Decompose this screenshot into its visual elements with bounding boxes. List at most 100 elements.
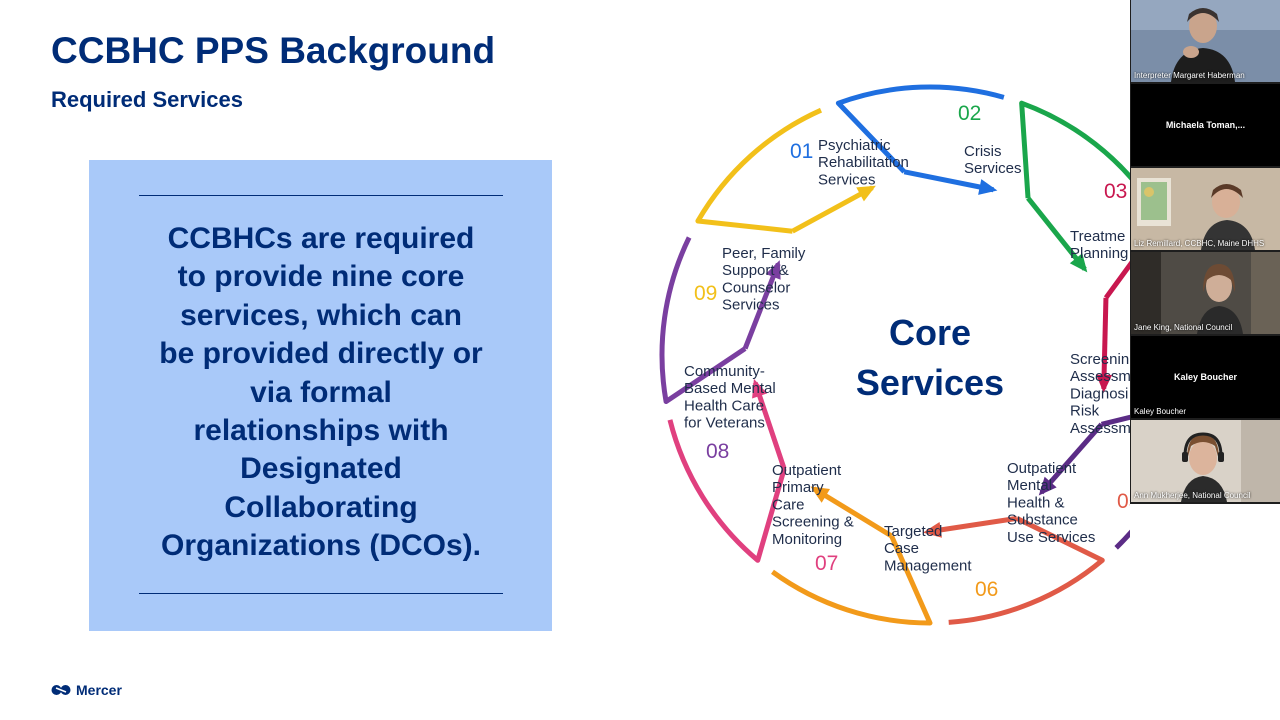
wheel-arrow-shaft-04 (1039, 422, 1104, 495)
wheel-segment-02 (1019, 100, 1130, 199)
wheel-arrow-head-06 (810, 486, 830, 503)
service-number-02: 02 (958, 102, 981, 125)
wheel-arrow-head-04 (1038, 476, 1057, 496)
mercer-logo-icon (51, 685, 71, 695)
slide-subtitle: Required Services (51, 87, 243, 112)
service-label-line: Crisis (964, 143, 1002, 160)
callout-line: Designated (240, 452, 402, 486)
service-label-line: Health & (1007, 494, 1065, 511)
wheel-arrow-shaft-03 (1101, 297, 1109, 389)
slide-title: CCBHC PPS Background (51, 30, 496, 71)
participant-name: Liz Remillard, CCBHC, Maine DHHS (1134, 239, 1265, 248)
mercer-logo: Mercer (51, 680, 122, 700)
callout-box: CCBHCs are required to provide nine core… (89, 160, 552, 631)
participant-tile[interactable]: Jane King, National Council (1131, 252, 1280, 334)
wheel-segment-09 (695, 107, 823, 234)
participant-panel: Interpreter Margaret Haberman Michaela T… (1130, 0, 1280, 504)
callout-top-rule (139, 195, 503, 196)
wheel-arrow-head-03 (1096, 374, 1113, 393)
wheel-arrow-shaft-07 (752, 381, 787, 470)
participant-name: Ann Mukherjee, National Council (1134, 491, 1251, 500)
service-label-line: Use Services (1007, 529, 1095, 546)
participant-video (1131, 252, 1280, 334)
participant-tile[interactable]: Interpreter Margaret Haberman (1131, 0, 1280, 82)
service-number-06: 06 (975, 578, 998, 601)
wheel-arrow-head-07 (752, 378, 768, 399)
service-label-line: Outpatient (1007, 460, 1077, 477)
service-label-line: Substance (1007, 512, 1078, 529)
participant-video (1131, 420, 1280, 502)
service-label-line: Psychiatric (818, 137, 891, 154)
service-label-line: Community- (684, 363, 765, 380)
wheel-center-title: Core (889, 312, 971, 353)
service-label-line: Diagnosi (1070, 385, 1128, 402)
wheel-segment-06 (771, 534, 933, 626)
wheel-segment-05 (948, 516, 1105, 625)
callout-line: Collaborating (224, 490, 418, 524)
service-number-03: 03 (1104, 180, 1127, 203)
wheel-arrow-shaft-06 (812, 486, 893, 539)
service-label-line: Management (884, 557, 972, 574)
service-label-line: Assessm (1070, 420, 1130, 437)
service-label-line: Mental (1007, 477, 1052, 494)
service-label-line: Monitoring (772, 531, 842, 548)
service-label-line: for Veterans (684, 415, 765, 432)
wheel-arrow-shaft-02 (1026, 196, 1087, 271)
callout-line: CCBHCs are required (167, 222, 475, 255)
service-label-line: Screening & (772, 514, 854, 531)
service-number-09: 09 (694, 282, 717, 305)
callout-line: services, which can (180, 298, 462, 332)
service-label-line: Case (884, 540, 919, 557)
participant-name: Kaley Boucher (1173, 372, 1238, 382)
service-label-line: Counselor (722, 279, 790, 296)
wheel-center-title: Services (856, 362, 1004, 403)
participant-tile[interactable]: Kaley Boucher Kaley Boucher (1131, 336, 1280, 418)
participant-name: Jane King, National Council (1134, 323, 1233, 332)
service-label-line: Treatme (1070, 228, 1125, 245)
service-label-line: Outpatient (772, 462, 842, 479)
wheel-arrow-head-02 (1069, 253, 1088, 273)
wheel-arrow-shaft-05 (926, 515, 1018, 535)
service-label-line: Risk (1070, 403, 1100, 420)
wheel-arrow-head-08 (765, 260, 781, 280)
wheel-arrow-shaft-09 (791, 185, 874, 234)
participant-video (1131, 168, 1280, 250)
callout-line: via formal (250, 375, 392, 409)
participant-video (1131, 0, 1280, 82)
wheel-arrow-shaft-08 (742, 262, 781, 350)
participant-name-caption: Kaley Boucher (1134, 407, 1187, 416)
participant-name: Michaela Toman,... (1165, 120, 1246, 130)
participant-tile[interactable]: Liz Remillard, CCBHC, Maine DHHS (1131, 168, 1280, 250)
service-label-line: Care (772, 496, 805, 513)
service-number-07: 07 (815, 552, 838, 575)
wheel-arrow-head-05 (922, 521, 942, 538)
service-label-line: Based Mental (684, 380, 776, 397)
wheel-segment-07 (667, 419, 787, 563)
wheel-segment-08 (659, 236, 747, 405)
participant-tile[interactable]: Ann Mukherjee, National Council (1131, 420, 1280, 502)
wheel-arrow-head-09 (856, 185, 876, 202)
wheel-arrow-head-01 (978, 179, 998, 195)
participant-tile[interactable]: Michaela Toman,... (1131, 84, 1280, 166)
wheel-arrow-shaft-01 (903, 169, 994, 193)
service-label-line: Services (722, 297, 780, 314)
service-label-line: Peer, Family (722, 245, 806, 262)
service-number-08: 08 (706, 440, 729, 463)
service-label-line: Planning (1070, 245, 1128, 262)
service-label-line: Primary (772, 479, 824, 496)
callout-line: be provided directly or (159, 337, 483, 371)
service-number-05: 05 (1117, 490, 1130, 513)
wheel-segment-01 (835, 84, 1005, 174)
callout-bottom-rule (139, 593, 503, 594)
service-label-line: Rehabilitation (818, 154, 909, 171)
callout-line: relationships with (193, 414, 449, 448)
